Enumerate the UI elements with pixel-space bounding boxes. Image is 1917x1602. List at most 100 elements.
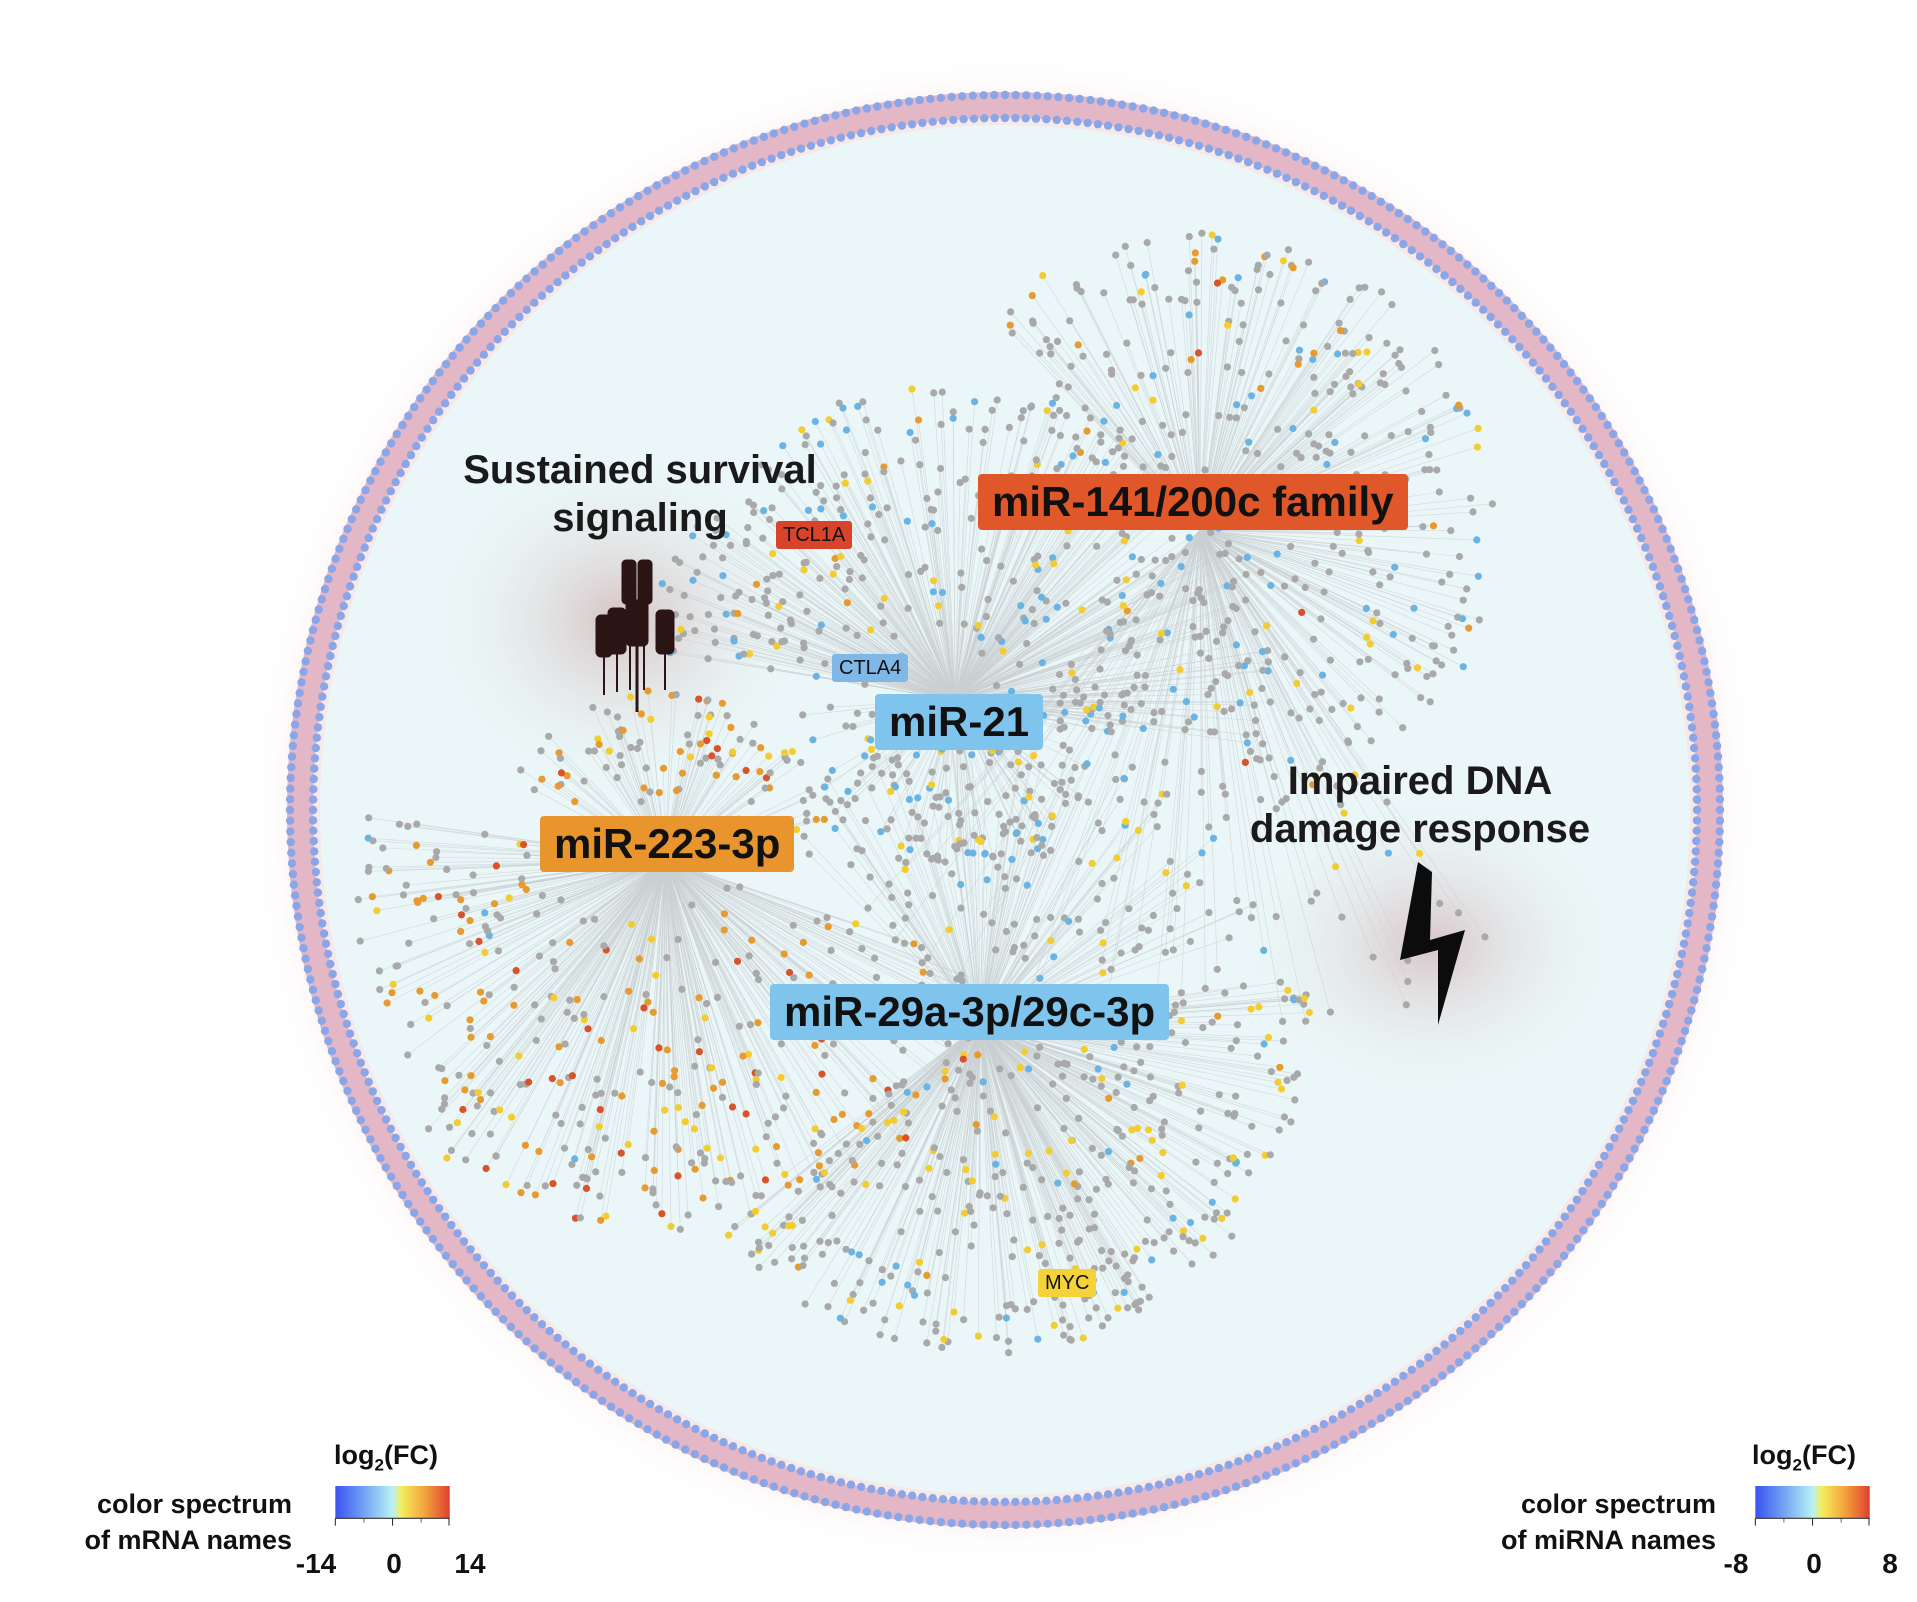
target-gene-dot: [1389, 630, 1397, 639]
membrane-bead: [1310, 186, 1319, 196]
target-gene-dot: [994, 634, 1003, 642]
network-edge: [664, 859, 821, 1188]
membrane-bead: [1349, 181, 1358, 190]
target-gene-dot: [704, 611, 713, 619]
membrane-bead: [959, 1496, 968, 1506]
target-gene-dot: [1192, 1158, 1200, 1166]
target-gene-dot: [1102, 1175, 1110, 1183]
target-gene-dot: [1099, 939, 1107, 947]
target-gene-dot: [1042, 336, 1050, 344]
target-gene-dot: [1049, 411, 1058, 419]
target-gene-dot: [915, 1176, 924, 1184]
target-gene-dot: [1331, 438, 1339, 446]
network-edge: [979, 778, 1125, 1026]
target-gene-dot: [960, 839, 968, 847]
target-gene-dot: [1383, 339, 1391, 347]
network-edge: [735, 595, 956, 701]
legend-mirna-tick-min: -8: [1723, 1548, 1749, 1579]
target-gene-dot: [1161, 758, 1169, 766]
target-gene-dot: [1169, 946, 1177, 954]
membrane-bead: [507, 320, 517, 329]
target-gene-dot: [693, 568, 701, 576]
network-edge: [639, 859, 666, 1073]
membrane-bead: [634, 192, 643, 201]
membrane-bead: [1031, 114, 1041, 123]
network-edge: [954, 637, 1111, 701]
target-gene-dot: [934, 1207, 942, 1215]
membrane-bead: [877, 124, 886, 134]
membrane-bead: [1706, 688, 1715, 698]
membrane-bead: [569, 1346, 578, 1356]
target-gene-dot: [928, 520, 936, 528]
membrane-bead: [423, 1187, 432, 1196]
target-gene-dot: [752, 580, 761, 588]
target-gene-dot: [897, 1228, 905, 1236]
target-gene-dot: [530, 786, 539, 794]
target-gene-dot: [1276, 1063, 1284, 1071]
target-gene-dot: [864, 904, 872, 912]
target-gene-dot: [843, 599, 852, 607]
membrane-bead: [1114, 123, 1123, 132]
target-gene-dot: [636, 1068, 644, 1076]
target-gene-dot: [831, 807, 840, 816]
target-gene-dot: [515, 1052, 523, 1060]
membrane-bead: [561, 271, 570, 280]
membrane-bead: [1687, 1006, 1696, 1015]
target-gene-dot: [942, 1059, 950, 1067]
target-gene-dot: [1074, 1195, 1082, 1203]
target-gene-dot: [929, 802, 937, 810]
network-edge: [391, 859, 666, 993]
target-gene-dot: [1363, 633, 1371, 641]
target-gene-dot: [1209, 834, 1218, 842]
target-gene-dot: [549, 939, 557, 947]
target-gene-dot: [745, 650, 754, 658]
target-gene-dot: [375, 967, 383, 975]
network-edge: [828, 419, 956, 701]
target-gene-dot: [686, 753, 695, 761]
target-gene-dot: [858, 847, 866, 855]
target-gene-dot: [762, 599, 771, 607]
target-gene-dot: [1272, 805, 1280, 813]
membrane-bead: [1407, 1365, 1416, 1375]
target-gene-dot: [769, 572, 777, 580]
membrane-bead: [546, 253, 556, 262]
membrane-bead: [1692, 836, 1701, 846]
target-gene-dot: [1059, 691, 1067, 699]
target-gene-dot: [1309, 781, 1317, 789]
membrane-bead: [1702, 944, 1711, 953]
target-gene-dot: [1141, 1237, 1149, 1245]
target-gene-dot: [1130, 1254, 1139, 1262]
target-gene-dot: [1074, 915, 1082, 923]
membrane-bead: [1194, 1470, 1204, 1479]
membrane-bead: [1589, 442, 1598, 451]
network-edge: [651, 859, 666, 940]
target-gene-dot: [860, 1306, 868, 1314]
membrane-bead: [324, 1036, 333, 1046]
target-gene-dot: [861, 817, 870, 825]
target-gene-dot: [1117, 949, 1125, 957]
target-gene-dot: [1436, 899, 1444, 908]
target-gene-dot: [1122, 817, 1130, 826]
membrane-bead: [530, 267, 539, 276]
target-gene-dot: [982, 613, 991, 621]
network-edge: [991, 529, 1201, 923]
membrane-bead: [1032, 1520, 1042, 1529]
membrane-bead: [289, 731, 299, 740]
target-gene-dot: [618, 1092, 626, 1100]
target-gene-dot: [816, 574, 824, 582]
network-edge: [1199, 529, 1451, 531]
network-edge: [939, 1024, 981, 1253]
membrane-bead: [1677, 574, 1686, 584]
target-gene-dot: [788, 1244, 796, 1252]
membrane-bead: [1630, 1144, 1639, 1154]
network-edge: [1116, 529, 1201, 859]
target-gene-dot: [1257, 384, 1265, 392]
network-edge: [979, 1024, 1039, 1340]
membrane-bead: [301, 657, 310, 666]
target-gene-dot: [1079, 352, 1087, 360]
membrane-bead: [555, 246, 564, 256]
membrane-bead: [1382, 1383, 1391, 1392]
target-gene-dot: [1153, 823, 1161, 831]
target-gene-dot: [858, 945, 866, 953]
target-gene-dot: [1175, 1089, 1183, 1097]
